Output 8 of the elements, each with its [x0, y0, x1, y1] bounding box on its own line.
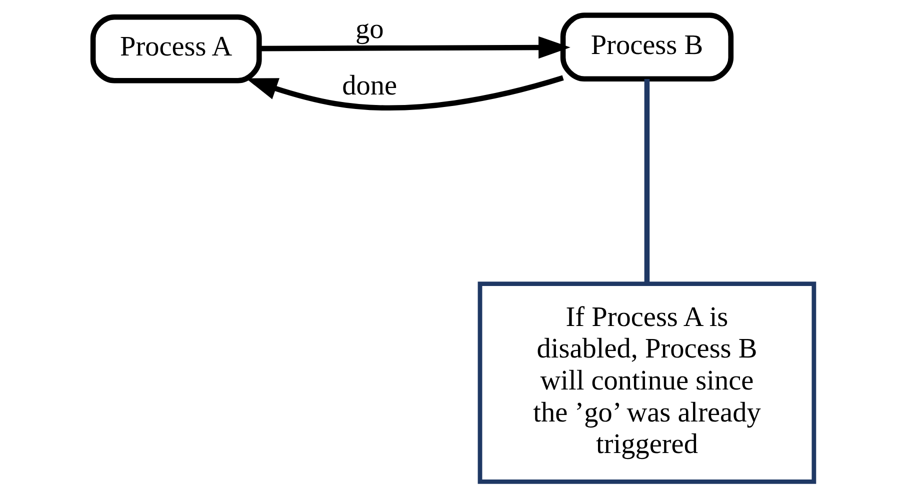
node-box: If Process A is disabled, Process B will continue since the ’go’ was already triggered	[478, 282, 816, 484]
arrow	[259, 36, 570, 59]
arrow	[246, 75, 564, 110]
node-box: Process B	[560, 12, 734, 82]
node-box: Process A	[90, 14, 262, 84]
edge-label: go	[355, 14, 384, 45]
edge-label: done	[342, 70, 398, 102]
connector	[644, 78, 650, 284]
